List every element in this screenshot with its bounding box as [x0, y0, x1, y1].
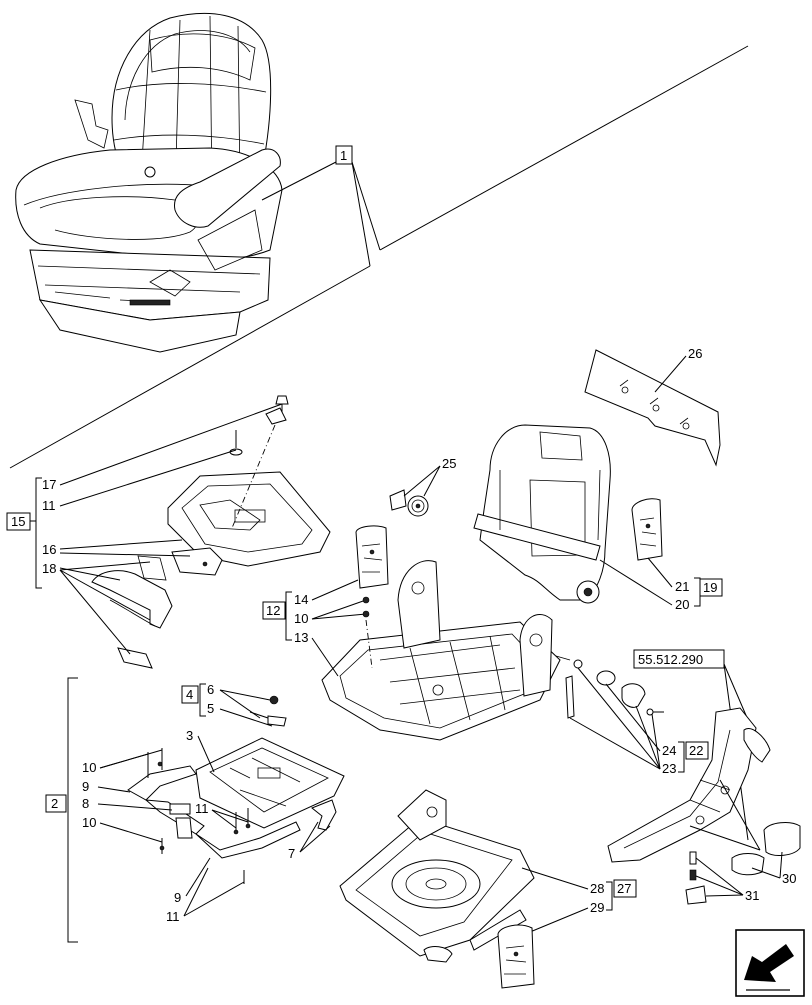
callout-23-label: 23	[662, 761, 676, 776]
callout-26-label: 26	[688, 346, 702, 361]
callout-15-label: 15	[11, 514, 25, 529]
callout-21-label: 21	[675, 579, 689, 594]
callout-11c-label: 11	[166, 909, 180, 924]
callout-10c-label: 10	[82, 815, 96, 830]
callout-8-label: 8	[82, 796, 89, 811]
armrest-drawing	[607, 707, 801, 905]
separator-line	[379, 45, 749, 251]
callout-16-label: 16	[42, 542, 56, 557]
group-4-bracket: 4 6 5	[181, 682, 287, 727]
spring-part: 25	[389, 456, 456, 517]
callout-3-label: 3	[186, 728, 193, 743]
cover-panel-26: 26	[584, 346, 721, 467]
callout-10-label: 10	[294, 611, 308, 626]
callout-7-label: 7	[288, 846, 295, 861]
callout-5-label: 5	[207, 701, 214, 716]
callout-20-label: 20	[675, 597, 689, 612]
callout-9b-label: 9	[174, 890, 181, 905]
reference-link: 55.512.290	[633, 649, 761, 841]
callout-2-label: 2	[51, 796, 58, 811]
callout-27-label: 27	[617, 881, 631, 896]
seat-pan-drawing	[91, 395, 331, 669]
group-2-bracket: 2	[45, 677, 78, 943]
callout-18-label: 18	[42, 561, 56, 576]
instruction-sticker-21	[631, 498, 663, 561]
callout-1-label: 1	[340, 148, 347, 163]
callout-4-label: 4	[186, 687, 193, 702]
callout-24-label: 24	[662, 743, 676, 758]
callout-11b-label: 11	[195, 801, 209, 816]
complete-seat-drawing	[15, 12, 283, 353]
swivel-base-drawing	[339, 789, 535, 963]
callout-25-label: 25	[442, 456, 456, 471]
base-pan-3: 3	[186, 728, 345, 829]
reference-label: 55.512.290	[638, 652, 703, 667]
callout-10b-label: 10	[82, 760, 96, 775]
callout-22-label: 22	[689, 743, 703, 758]
callout-14-label: 14	[294, 592, 308, 607]
callout-29-label: 29	[590, 900, 604, 915]
callout-11-label: 11	[42, 498, 56, 513]
handle-parts	[555, 655, 664, 719]
instruction-sticker-29	[497, 924, 535, 989]
callout-28-label: 28	[590, 881, 604, 896]
callout-1: 1	[261, 145, 381, 267]
callout-9a-label: 9	[82, 779, 89, 794]
next-page-arrow-icon[interactable]	[735, 929, 805, 997]
group-12-bracket: 12 14 10 13	[262, 579, 370, 677]
instruction-sticker-14	[355, 525, 389, 589]
separator-line	[9, 265, 371, 469]
callout-19-label: 19	[703, 580, 717, 595]
callout-13-label: 13	[294, 630, 308, 645]
callout-30-label: 30	[782, 871, 796, 886]
backrest-frame-drawing	[473, 424, 611, 604]
group-15-bracket: 15 17 11 16 18	[6, 403, 283, 655]
callout-17-label: 17	[42, 477, 56, 492]
seat-frame-drawing	[321, 560, 561, 741]
callout-31-label: 31	[745, 888, 759, 903]
bracket-rail	[127, 748, 337, 884]
callout-12-label: 12	[266, 603, 280, 618]
callout-6-label: 6	[207, 682, 214, 697]
